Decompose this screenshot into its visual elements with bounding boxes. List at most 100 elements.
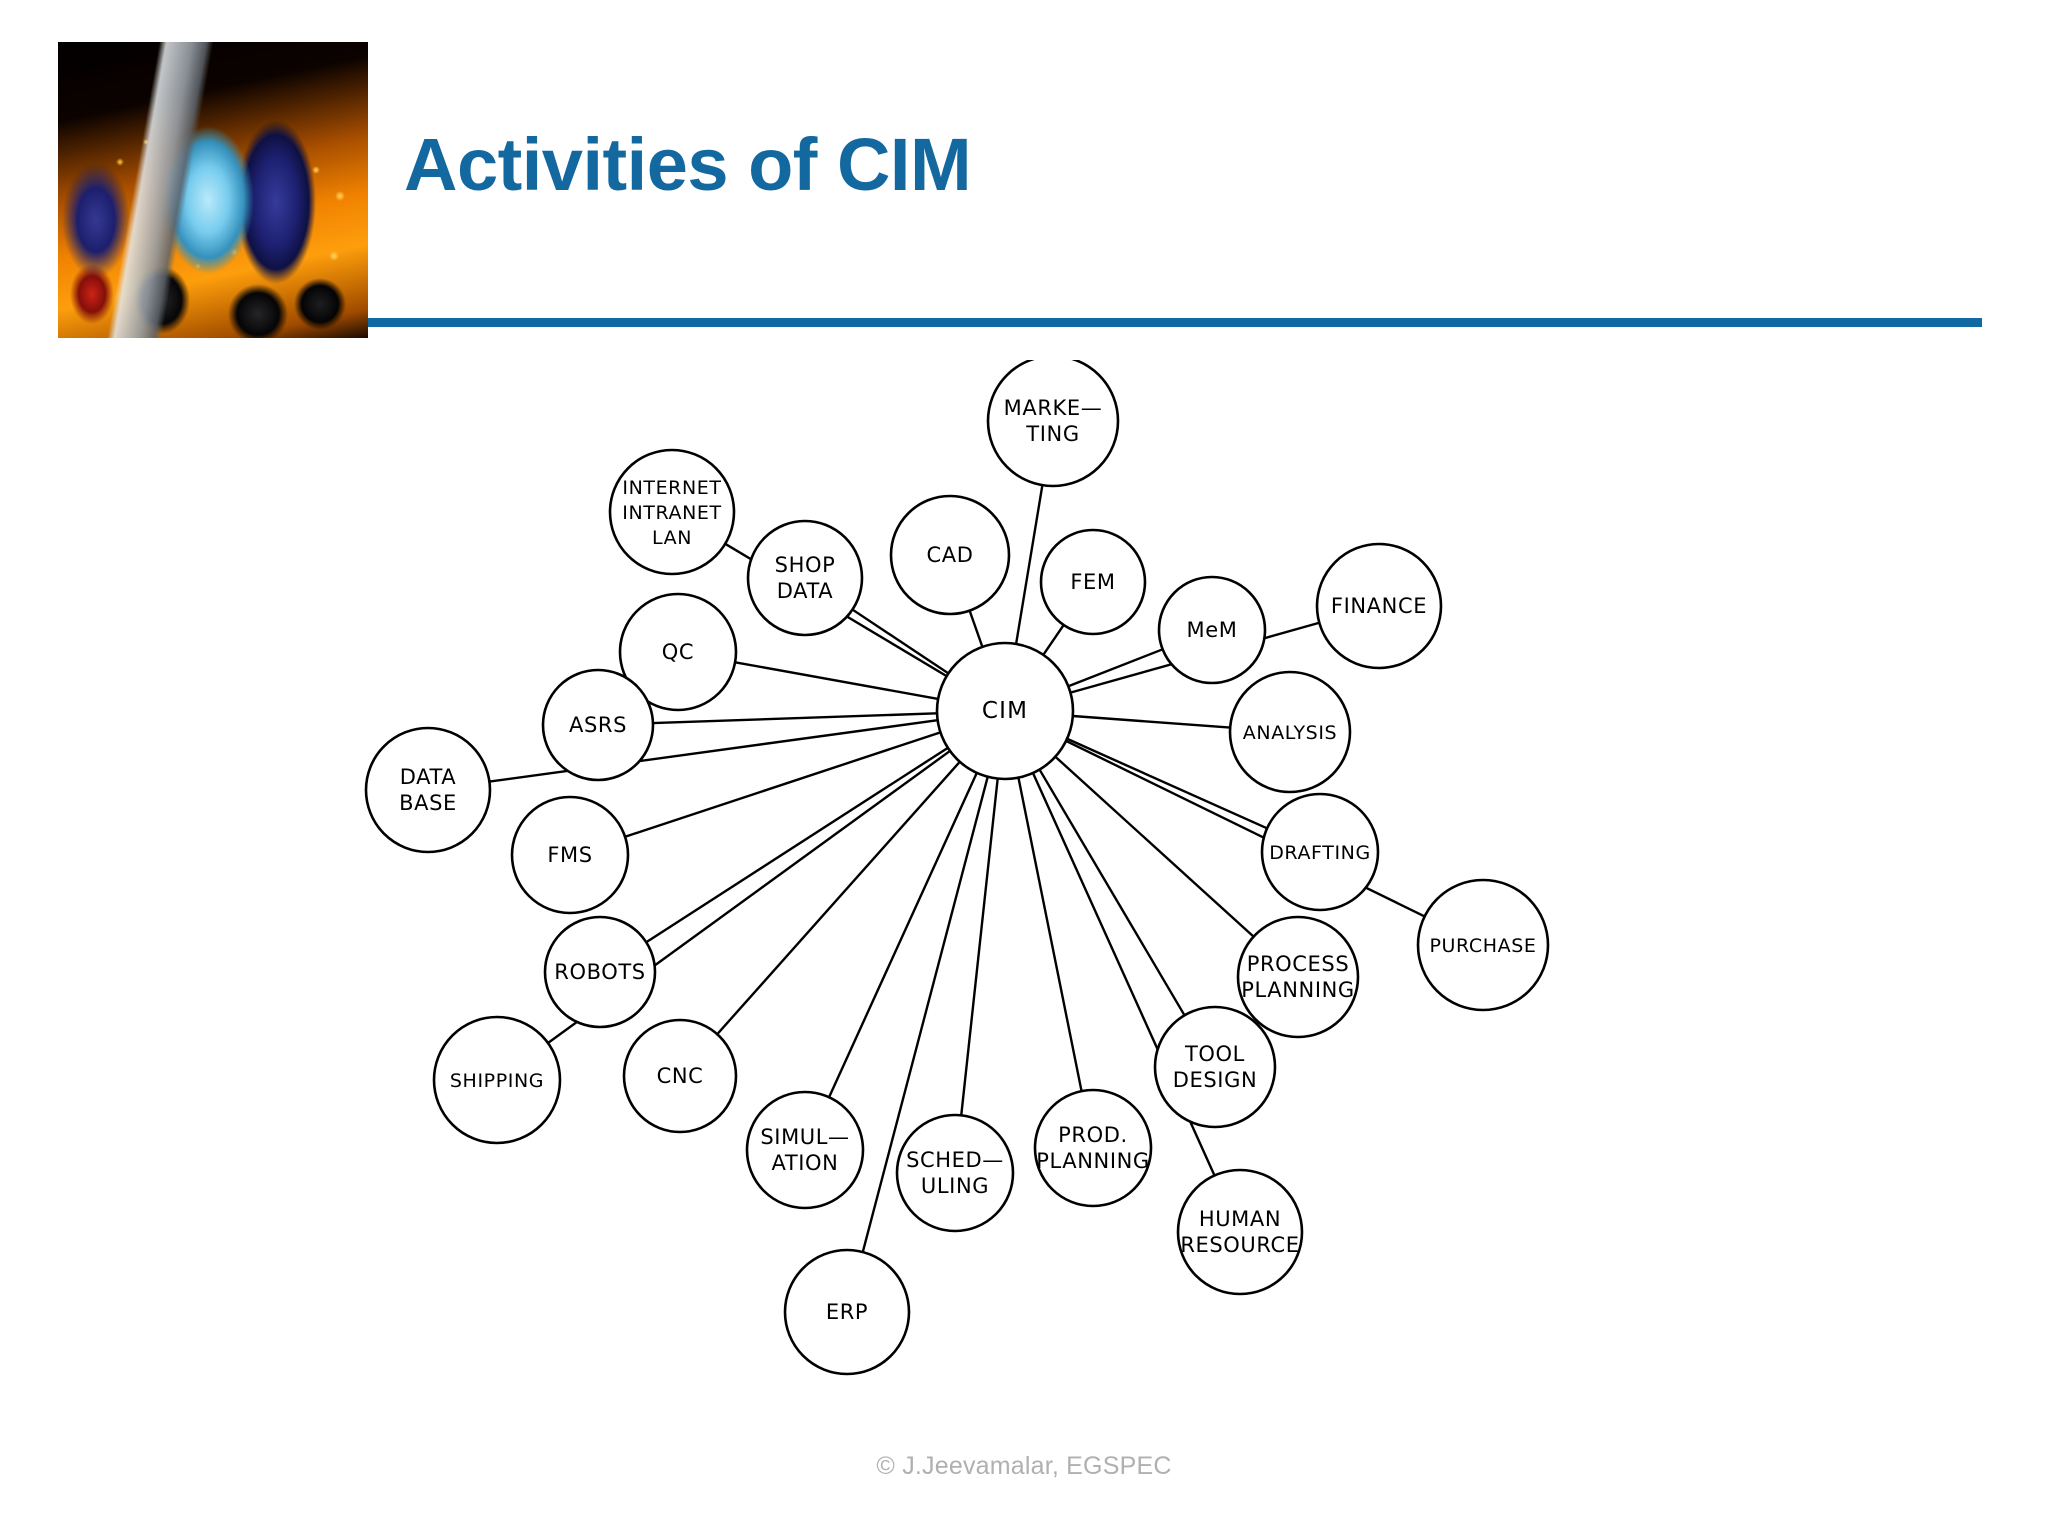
edge-cim-to-scheduling	[960, 778, 999, 1116]
node-label-marketing: MARKE—TING	[1004, 396, 1103, 446]
node-label-finance: FINANCE	[1331, 594, 1427, 618]
node-simulation[interactable]: SIMUL—ATION	[745, 1090, 865, 1210]
node-circle-tool-design	[1153, 1005, 1277, 1129]
node-fem[interactable]: FEM	[1039, 528, 1147, 636]
edge-cim-to-database	[489, 719, 938, 783]
node-circle-asrs	[541, 668, 655, 782]
node-label-purchase: PURCHASE	[1429, 935, 1536, 957]
footer-credit: © J.Jeevamalar, EGSPEC	[876, 1452, 1172, 1480]
node-label-fms: FMS	[547, 843, 592, 867]
node-cad[interactable]: CAD	[889, 494, 1011, 616]
edge-cim-to-erp	[861, 776, 989, 1253]
edge-cim-to-fem	[1042, 624, 1065, 656]
node-circle-prod-planning	[1033, 1088, 1153, 1208]
node-label-cim: CIM	[982, 698, 1028, 724]
edge-cim-to-qc	[734, 661, 939, 701]
node-circle-internet	[608, 448, 736, 576]
node-analysis[interactable]: ANALYSIS	[1228, 670, 1352, 794]
node-label-erp: ERP	[826, 1300, 868, 1324]
node-erp[interactable]: ERP	[783, 1248, 911, 1376]
node-prod-planning[interactable]: PROD.PLANNING	[1033, 1088, 1153, 1208]
node-shipping[interactable]: SHIPPING	[432, 1015, 562, 1145]
edge-cim-to-cnc	[716, 760, 961, 1035]
edge-cim-to-analysis	[1072, 714, 1231, 729]
edge-cim-to-process-planning	[1054, 755, 1255, 938]
node-circle-process-planning	[1236, 915, 1360, 1039]
edge-cim-to-asrs	[652, 712, 938, 725]
node-mem[interactable]: MeM	[1157, 575, 1267, 685]
node-circle-finance	[1315, 542, 1443, 670]
node-label-cnc: CNC	[657, 1064, 704, 1088]
node-label-drafting: DRAFTING	[1269, 842, 1371, 864]
node-robots[interactable]: ROBOTS	[543, 915, 657, 1029]
node-label-simulation: SIMUL—ATION	[760, 1125, 849, 1175]
node-cnc[interactable]: CNC	[622, 1018, 738, 1134]
node-cim[interactable]: CIM	[935, 641, 1075, 781]
header-divider-rule	[368, 318, 1982, 327]
edge-cim-to-cad	[968, 610, 984, 648]
node-circle-simulation	[745, 1090, 865, 1210]
node-label-scheduling: SCHED—ULING	[906, 1148, 1004, 1198]
node-label-shipping: SHIPPING	[450, 1070, 544, 1092]
node-label-analysis: ANALYSIS	[1243, 722, 1337, 744]
edge-cim-to-marketing	[1014, 484, 1044, 645]
node-circle-drafting	[1260, 792, 1380, 912]
node-marketing[interactable]: MARKE—TING	[986, 360, 1120, 488]
edge-cim-to-drafting	[1066, 737, 1268, 830]
header-thumbnail-image	[58, 42, 368, 338]
node-label-qc: QC	[662, 640, 694, 664]
edge-cim-to-shop-data	[851, 608, 950, 675]
edge-cim-to-fms	[624, 731, 941, 838]
node-circle-erp	[783, 1248, 911, 1376]
node-fms[interactable]: FMS	[510, 795, 630, 915]
node-circle-marketing	[986, 360, 1120, 488]
node-label-cad: CAD	[927, 543, 974, 567]
edge-cim-to-tool-design	[1038, 768, 1186, 1016]
node-circle-human-resource	[1176, 1168, 1304, 1296]
node-qc[interactable]: QC	[618, 592, 738, 712]
edge-cim-to-mem	[1067, 648, 1164, 688]
node-circle-database	[364, 726, 492, 854]
node-circle-qc	[618, 592, 738, 712]
node-drafting[interactable]: DRAFTING	[1260, 792, 1380, 912]
node-circle-cim	[935, 641, 1075, 781]
node-label-asrs: ASRS	[569, 713, 627, 737]
edge-cim-to-prod-planning	[1017, 777, 1083, 1092]
node-circle-fms	[510, 795, 630, 915]
node-circle-cnc	[622, 1018, 738, 1134]
edge-cim-to-robots	[645, 746, 949, 944]
page-title: Activities of CIM	[404, 123, 972, 206]
node-label-robots: ROBOTS	[554, 960, 645, 984]
node-circle-mem	[1157, 575, 1267, 685]
pcb-assembly-photo	[58, 42, 368, 338]
node-circle-cad	[889, 494, 1011, 616]
node-circle-shop-data	[746, 519, 864, 637]
node-label-fem: FEM	[1070, 570, 1115, 594]
node-circle-purchase	[1416, 878, 1550, 1012]
node-circle-shipping	[432, 1015, 562, 1145]
node-label-mem: MeM	[1187, 618, 1238, 642]
node-finance[interactable]: FINANCE	[1315, 542, 1443, 670]
node-purchase[interactable]: PURCHASE	[1416, 878, 1550, 1012]
node-scheduling[interactable]: SCHED—ULING	[895, 1113, 1015, 1233]
node-circle-analysis	[1228, 670, 1352, 794]
node-asrs[interactable]: ASRS	[541, 668, 655, 782]
node-circle-fem	[1039, 528, 1147, 636]
node-circle-robots	[543, 915, 657, 1029]
